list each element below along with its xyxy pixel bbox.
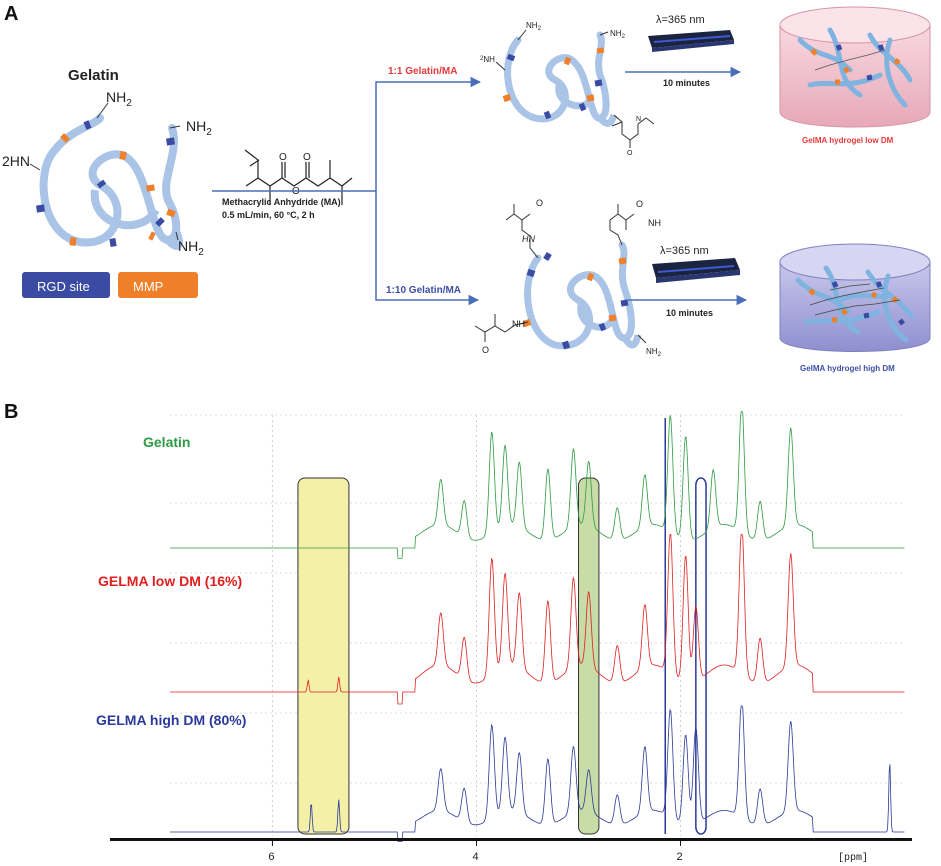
x-axis-ticks: 6 4 2 (268, 841, 683, 863)
methacrylic-anhydride-structure (244, 149, 353, 205)
svg-text:O: O (303, 152, 311, 163)
svg-text:O: O (279, 152, 287, 163)
svg-text:2NH: 2NH (480, 55, 495, 64)
legend-mmp-label: MMP (133, 279, 163, 294)
svg-text:NH: NH (512, 319, 525, 329)
trace-low (170, 534, 905, 705)
hn-label-left: 2HN (2, 153, 30, 169)
reagent-name: Methacrylic Anhydride (MA) (222, 197, 341, 207)
svg-text:N: N (636, 116, 641, 123)
uv-lamp-low: λ=365 nm 10 minutes (625, 14, 742, 88)
spectrum-grid (170, 414, 905, 836)
branch-arrow-low (370, 76, 482, 192)
highlight-region-2 (578, 477, 600, 835)
gelatin-rgd-sites (36, 120, 175, 247)
gelatin-title: Gelatin (68, 67, 119, 84)
svg-text:NH2: NH2 (526, 21, 542, 32)
legend-rgd-label: RGD site (37, 279, 90, 294)
trace-label-high: GELMA high DM (80%) (96, 712, 246, 728)
uv-lamp-high: λ=365 nm 10 minutes (628, 245, 748, 318)
trace-label-low: GELMA low DM (16%) (98, 573, 242, 589)
time-label-low: 10 minutes (663, 78, 710, 88)
svg-text:NH2: NH2 (646, 347, 662, 358)
legend: RGD site MMP (22, 272, 198, 298)
highlight-region-3 (695, 477, 707, 835)
hydrogel-high-dish: GelMA hydrogel high DM (779, 243, 931, 373)
highlight-regions (297, 418, 707, 835)
legend-mmp-swatch (118, 272, 198, 298)
hydrogel-low-dish: GelMA hydrogel low DM (779, 6, 931, 145)
trace-gelatin (170, 411, 905, 559)
legend-rgd-swatch (22, 272, 110, 298)
nh2-label-top: NH2 (106, 89, 132, 109)
trace-label-gelatin: Gelatin (143, 434, 190, 450)
gelma-low-chain: NH2 NH2 2NH O N (480, 21, 655, 157)
uv-label-high: λ=365 nm (660, 245, 709, 257)
time-label-high: 10 minutes (666, 308, 713, 318)
svg-text:O: O (536, 198, 543, 208)
uv-label-low: λ=365 nm (656, 14, 705, 26)
svg-text:NH: NH (648, 218, 661, 228)
hydrogel-high-label: GelMA hydrogel high DM (800, 364, 895, 373)
panel-a: A Gelatin (2, 3, 931, 373)
nmr-traces (170, 411, 905, 842)
gelatin-amine-labels: NH2 NH2 2HN NH2 (2, 89, 212, 258)
trace-high (170, 705, 905, 842)
hydrogel-low-label: GelMA hydrogel low DM (802, 136, 894, 145)
x-tick-label: 4 (472, 851, 478, 863)
gelatin-mmp-sites (60, 133, 176, 246)
svg-text:O: O (482, 345, 489, 355)
x-axis-unit: [ppm] (838, 852, 868, 864)
gelma-high-chain: HN O NH O NH O NH2 (474, 198, 662, 358)
ratio-high-label: 1:10 Gelatin/MA (386, 285, 461, 296)
gelatin-chain (36, 114, 183, 250)
x-tick-label: 6 (268, 851, 274, 863)
svg-text:O: O (627, 150, 633, 157)
x-tick-label: 2 (677, 851, 683, 863)
svg-text:NH2: NH2 (610, 29, 626, 40)
panel-a-label: A (4, 3, 18, 25)
svg-text:HN: HN (522, 234, 535, 244)
nh2-label-bottom: NH2 (178, 238, 204, 258)
x-axis-bar (110, 838, 912, 841)
panel-b: B Gelatin GELMA low DM (16%) GELMA high … (4, 401, 912, 864)
nh2-label-right: NH2 (186, 118, 212, 138)
ratio-low-label: 1:1 Gelatin/MA (388, 66, 457, 77)
reagent-conditions: 0.5 mL/min, 60 °C, 2 h (222, 210, 315, 220)
highlight-region-1 (297, 477, 350, 835)
branch-arrow-high (375, 191, 480, 306)
svg-text:O: O (636, 199, 643, 209)
panel-b-label: B (4, 401, 18, 423)
